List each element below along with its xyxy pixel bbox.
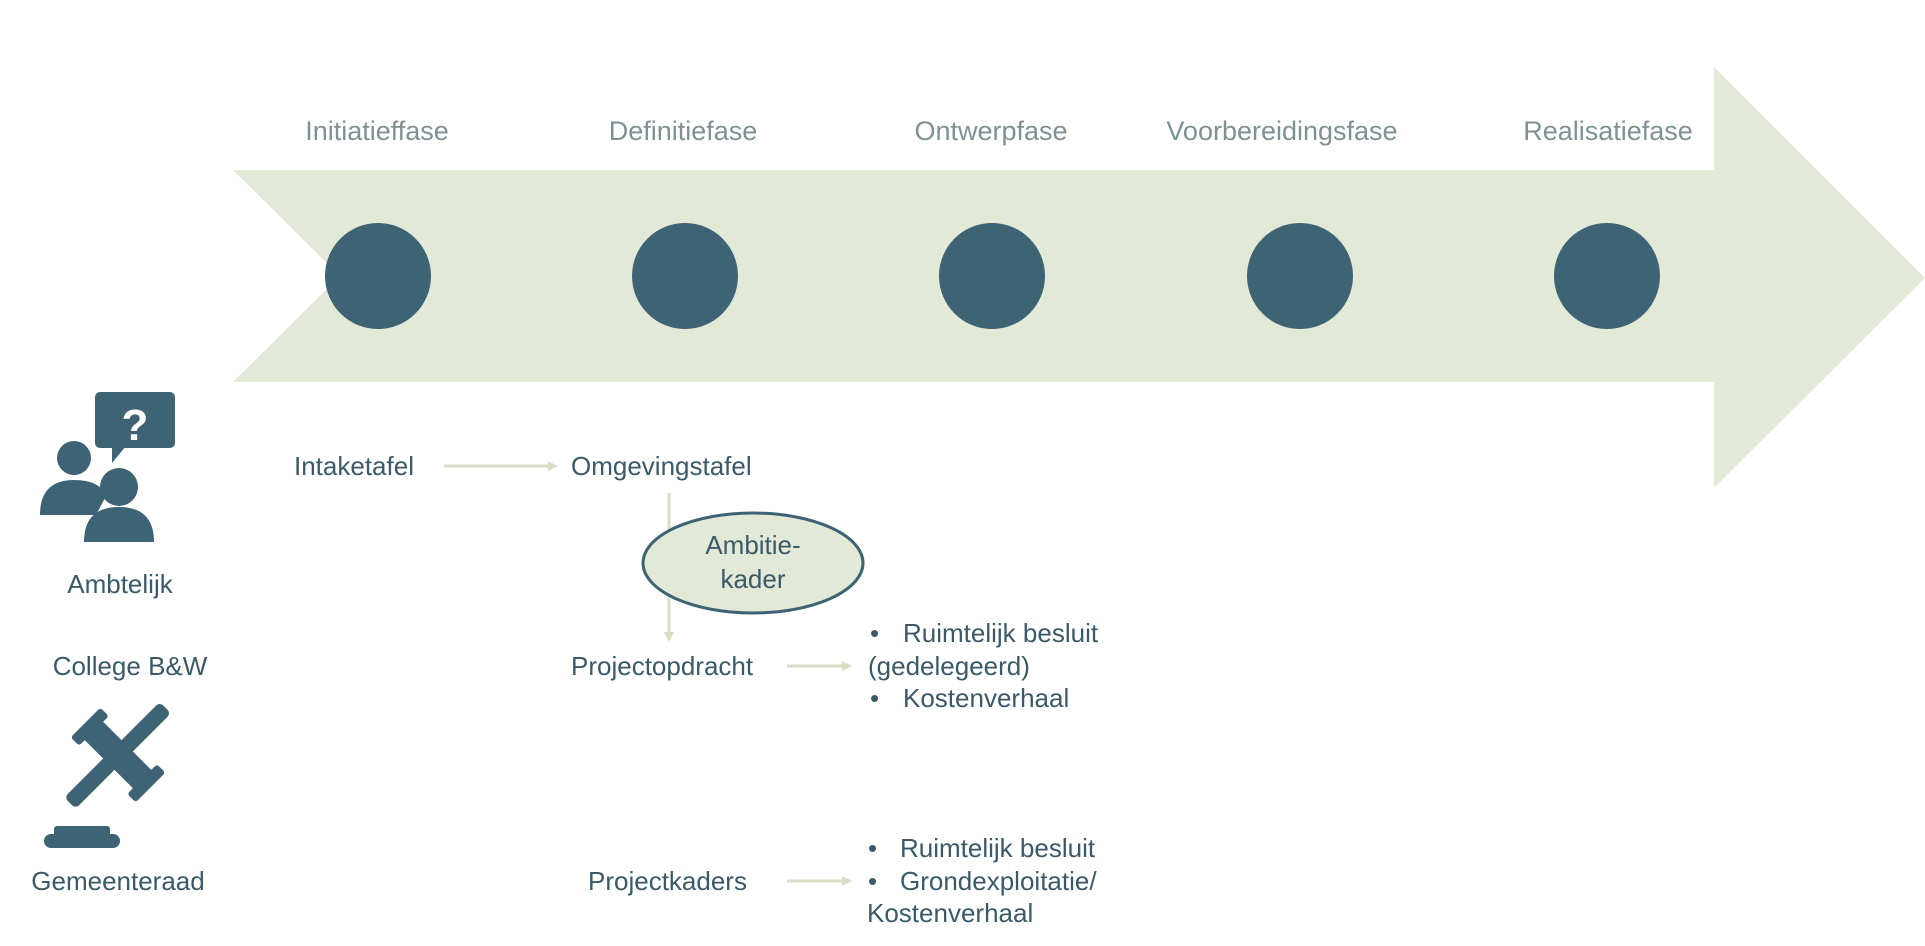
raad-output-bullet2-cont: Kostenverhaal — [867, 898, 1033, 928]
raad-output-bullet1: Ruimtelijk besluit — [900, 833, 1096, 863]
gavel-icon — [44, 704, 169, 848]
college-output-bullet1: Ruimtelijk besluit — [903, 618, 1099, 648]
college-output-bullet2: Kostenverhaal — [903, 683, 1069, 713]
phase-label-realisatiefase: Realisatiefase — [1523, 116, 1693, 146]
bullet-marker: • — [870, 618, 879, 648]
role-label-gemeenteraad: Gemeenteraad — [31, 866, 204, 896]
phase-label-voorbereidingsfase: Voorbereidingsfase — [1166, 116, 1397, 146]
role-label-college: College B&W — [53, 651, 208, 681]
phase-label-initiatieffase: Initiatieffase — [305, 116, 449, 146]
phase-dot-initiatieffase — [325, 223, 431, 329]
bullet-marker: • — [868, 833, 877, 863]
raad-output-bullet2: Grondexploitatie/ — [900, 866, 1097, 896]
flow-omgevingstafel: Omgevingstafel — [571, 451, 752, 481]
college-output-bullet1-cont: (gedelegeerd) — [868, 651, 1030, 681]
bullet-marker: • — [870, 683, 879, 713]
timeline-arrow — [233, 67, 1925, 488]
flow-intaketafel: Intaketafel — [294, 451, 414, 481]
phase-label-definitiefase: Definitiefase — [609, 116, 758, 146]
bullet-marker: • — [868, 866, 877, 896]
ambitiekader-line2: kader — [720, 564, 785, 594]
people-question-icon: ? — [40, 392, 175, 542]
phase-dot-definitiefase — [632, 223, 738, 329]
phase-dot-ontwerpfase — [939, 223, 1045, 329]
ambitiekader-line1: Ambitie- — [705, 530, 800, 560]
phase-dot-realisatiefase — [1554, 223, 1660, 329]
flow-projectopdracht: Projectopdracht — [571, 651, 754, 681]
phase-label-ontwerpfase: Ontwerpfase — [914, 116, 1067, 146]
role-label-ambtelijk: Ambtelijk — [67, 569, 173, 599]
flow-projectkaders: Projectkaders — [588, 866, 747, 896]
ambitiekader-ellipse — [641, 511, 865, 615]
phase-dot-voorbereidingsfase — [1247, 223, 1353, 329]
svg-text:?: ? — [122, 401, 149, 450]
